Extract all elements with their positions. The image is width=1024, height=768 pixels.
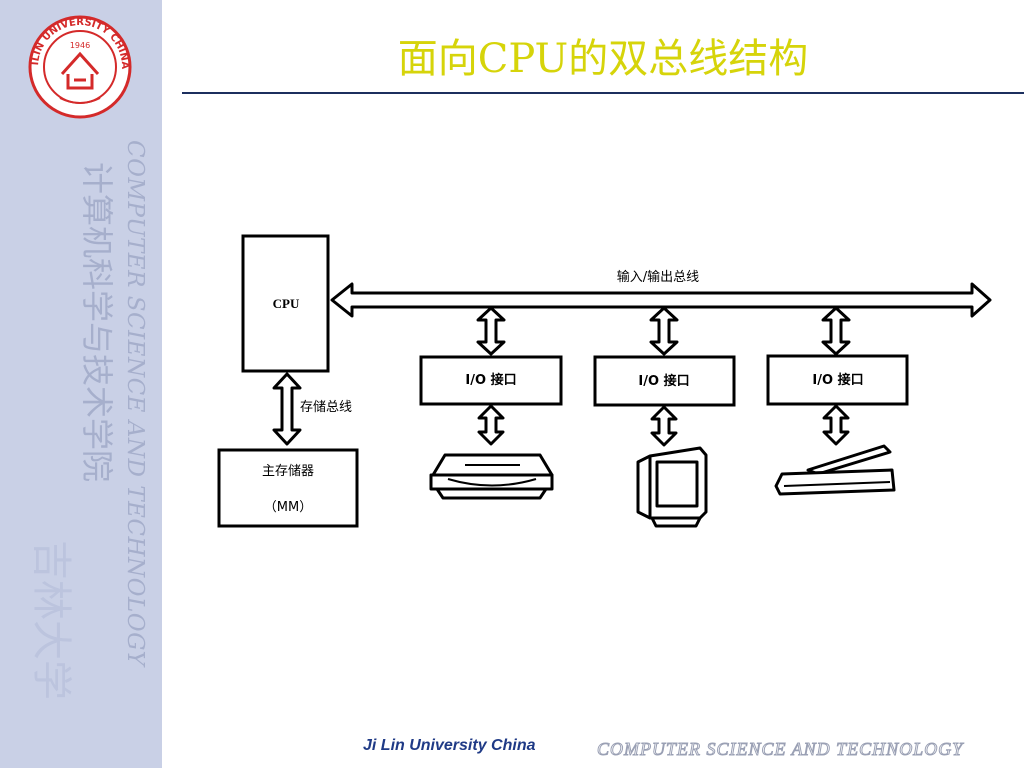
io-bus-connector-arrow-3 [821,306,851,356]
device-connector-arrow-2 [650,405,678,447]
scanner-icon [774,444,896,496]
io-bus-label: 输入/输出总线 [617,269,699,285]
title-divider [182,92,1024,94]
svg-text:1946: 1946 [70,41,90,50]
memory-bus-arrow [272,372,302,446]
footer-university-name: Ji Lin University China [363,737,536,754]
main-memory-label: 主存储器 [262,464,314,479]
io-interface-box-3 [766,354,909,406]
sidebar: JILIN UNIVERSITY CHINA 1946 COMPUTER SCI… [0,0,162,768]
main-memory-sublabel: （MM） [264,500,312,515]
device-connector-arrow-3 [822,404,850,446]
io-interface-label-3: I/O 接口 [812,372,863,388]
main-memory-box [217,448,359,528]
io-bus-connector-arrow-1 [476,306,506,356]
io-interface-box-1 [419,355,563,406]
university-seal-logo: JILIN UNIVERSITY CHINA 1946 [22,14,132,119]
disk-drive-icon [429,453,554,500]
slide-title: 面向CPU的双总线结构 [397,36,809,82]
cpu-box [241,234,330,373]
io-interface-box-2 [593,355,736,407]
io-interface-label-2: I/O 接口 [638,373,689,389]
footer-department-name: COMPUTER SCIENCE AND TECHNOLOGY [596,739,964,760]
monitor-icon [636,446,708,528]
cpu-label: CPU [273,296,300,311]
io-bus-connector-arrow-2 [649,306,679,356]
io-bus-arrow [330,282,992,318]
device-connector-arrow-1 [477,404,505,446]
io-interface-label-1: I/O 接口 [465,372,516,388]
memory-bus-label: 存储总线 [300,400,352,415]
